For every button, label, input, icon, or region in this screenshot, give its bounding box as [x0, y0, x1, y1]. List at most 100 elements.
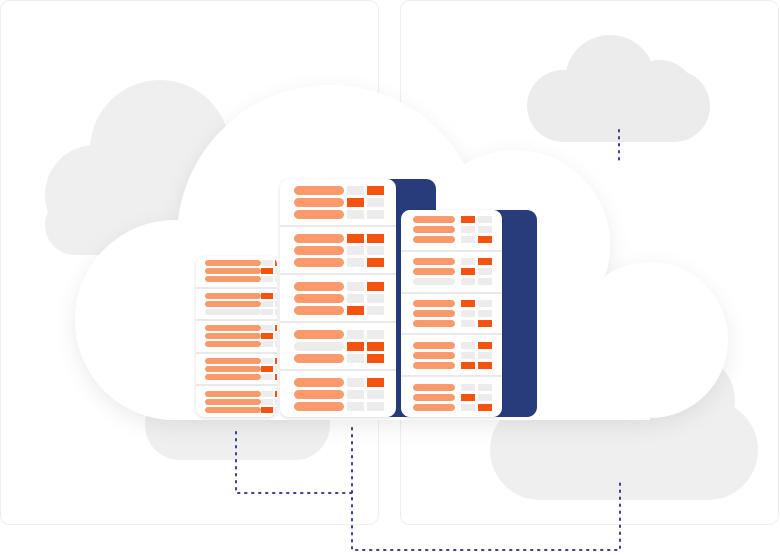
- status-bar: [205, 341, 261, 348]
- indicator-grid: [461, 383, 492, 411]
- status-bars: [413, 216, 455, 244]
- status-bar: [413, 258, 455, 266]
- status-bar: [294, 293, 344, 303]
- indicator-light: [275, 292, 277, 299]
- status-bar: [413, 309, 455, 317]
- indicator-light: [461, 383, 475, 391]
- indicator-light: [461, 299, 475, 307]
- indicator-light: [261, 366, 273, 373]
- server-unit: [401, 377, 502, 417]
- server-unit: [280, 179, 396, 227]
- status-bars: [205, 292, 261, 315]
- indicator-light: [367, 305, 384, 315]
- indicator-light: [347, 185, 364, 195]
- status-bar: [205, 300, 261, 307]
- status-bar: [413, 226, 455, 234]
- indicator-light: [478, 216, 492, 224]
- indicator-grid: [261, 325, 277, 348]
- status-bar: [413, 351, 455, 359]
- indicator-light: [275, 390, 277, 397]
- indicator-light: [347, 401, 364, 411]
- status-bar: [294, 281, 344, 291]
- status-bar: [294, 209, 344, 219]
- indicator-light: [261, 341, 273, 348]
- status-bar: [205, 366, 261, 373]
- indicator-light: [275, 308, 277, 315]
- rack-front: [280, 179, 396, 417]
- indicator-light: [347, 257, 364, 267]
- status-bar: [413, 278, 455, 286]
- indicator-light: [461, 258, 475, 266]
- indicator-grid: [347, 281, 384, 315]
- status-bar: [294, 401, 344, 411]
- indicator-light: [461, 403, 475, 411]
- server-unit: [280, 227, 396, 275]
- status-bar: [205, 406, 261, 413]
- indicator-light: [461, 216, 475, 224]
- indicator-light: [347, 353, 364, 363]
- indicator-light: [478, 393, 492, 401]
- server-unit: [280, 323, 396, 371]
- indicator-light: [261, 333, 273, 340]
- server-unit: [280, 371, 396, 417]
- status-bars: [205, 390, 261, 413]
- status-bars: [413, 383, 455, 411]
- indicator-light: [347, 305, 364, 315]
- background-cloud-top-right: [527, 35, 710, 142]
- indicator-light: [261, 308, 273, 315]
- indicator-light: [347, 197, 364, 207]
- status-bar: [294, 341, 344, 351]
- indicator-grid: [461, 341, 492, 369]
- indicator-light: [478, 383, 492, 391]
- indicator-light: [478, 309, 492, 317]
- indicator-light: [478, 226, 492, 234]
- indicator-light: [478, 258, 492, 266]
- indicator-light: [461, 341, 475, 349]
- indicator-light: [461, 319, 475, 327]
- indicator-grid: [261, 358, 277, 381]
- dotted-connectors: [235, 129, 621, 551]
- indicator-light: [275, 276, 277, 283]
- indicator-light: [367, 209, 384, 219]
- indicator-light: [261, 406, 273, 413]
- indicator-light: [478, 299, 492, 307]
- server-unit: [196, 256, 277, 289]
- indicator-grid: [461, 258, 492, 286]
- status-bar: [205, 276, 261, 283]
- indicator-light: [461, 226, 475, 234]
- rack-front: [196, 256, 277, 417]
- server-unit: [196, 354, 277, 387]
- indicator-light: [275, 341, 277, 348]
- indicator-light: [461, 236, 475, 244]
- server-unit: [401, 252, 502, 294]
- status-bars: [294, 377, 344, 411]
- indicator-light: [261, 276, 273, 283]
- indicator-light: [367, 377, 384, 387]
- status-bar: [294, 353, 344, 363]
- indicator-light: [478, 403, 492, 411]
- server-unit: [401, 294, 502, 336]
- indicator-light: [275, 398, 277, 405]
- status-bar: [413, 319, 455, 327]
- status-bar: [205, 268, 261, 275]
- indicator-light: [347, 281, 364, 291]
- indicator-light: [367, 293, 384, 303]
- status-bar: [294, 389, 344, 399]
- indicator-light: [478, 319, 492, 327]
- indicator-light: [275, 366, 277, 373]
- indicator-grid: [261, 390, 277, 413]
- status-bar: [205, 308, 261, 315]
- indicator-light: [478, 361, 492, 369]
- rack-front: [401, 210, 502, 417]
- status-bar: [413, 361, 455, 369]
- indicator-light: [347, 377, 364, 387]
- indicator-light: [367, 329, 384, 339]
- status-bar: [205, 398, 261, 405]
- status-bars: [294, 233, 344, 267]
- indicator-light: [461, 278, 475, 286]
- status-bar: [413, 393, 455, 401]
- status-bars: [413, 258, 455, 286]
- status-bar: [294, 185, 344, 195]
- status-bar: [413, 383, 455, 391]
- indicator-light: [347, 245, 364, 255]
